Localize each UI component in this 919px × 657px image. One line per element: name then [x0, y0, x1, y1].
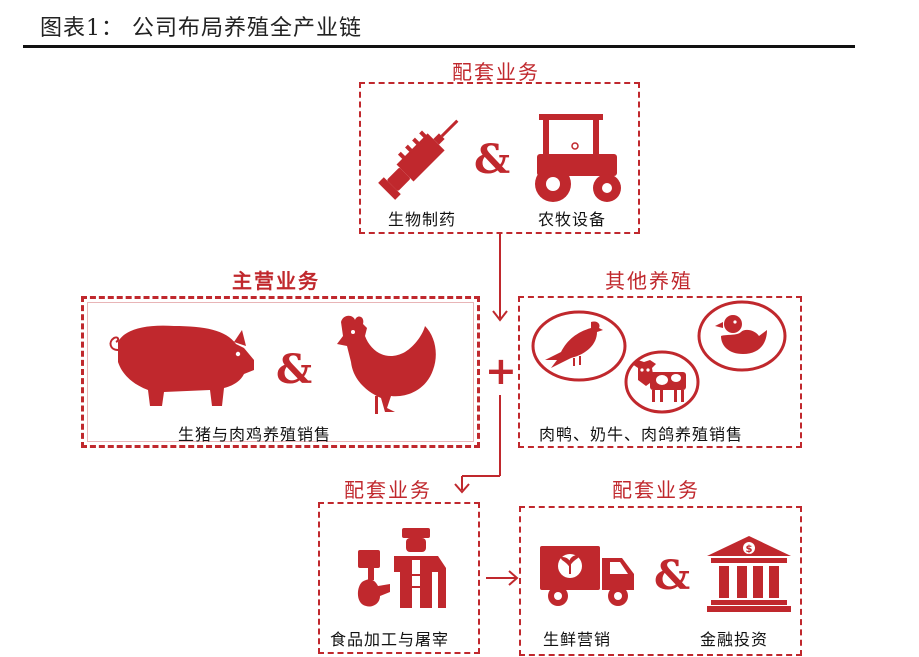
- fresh-retail-label: 生鲜营销: [543, 630, 612, 649]
- retail-section-box: [519, 506, 802, 656]
- main-section-title: 主营业务: [232, 269, 320, 293]
- chicken-icon: [337, 315, 436, 414]
- butcher-icon: [357, 528, 446, 608]
- food-processing-label: 食品加工与屠宰: [330, 630, 450, 649]
- main-ampersand: &: [276, 346, 313, 393]
- main-section-box: [81, 296, 480, 448]
- other-section-box: [518, 296, 802, 448]
- financial-investment-label: 金融投资: [700, 630, 769, 649]
- main-business-label: 生猪与肉鸡养殖销售: [178, 425, 332, 444]
- farm-equipment-label: 农牧设备: [538, 210, 607, 229]
- top-section-title: 配套业务: [452, 60, 540, 84]
- tractor-icon: [535, 114, 621, 202]
- retail-ampersand: &: [654, 552, 691, 599]
- pigeon-icon: [531, 310, 627, 382]
- biopharma-label: 生物制药: [388, 210, 457, 229]
- svg-text:$: $: [746, 544, 753, 555]
- plus-symbol: +: [485, 349, 517, 393]
- title-rule: [23, 45, 855, 48]
- other-section-title: 其他养殖: [605, 269, 693, 293]
- figure-title: 图表1： 公司布局养殖全产业链: [40, 16, 362, 41]
- pig-icon: [109, 325, 254, 406]
- bank-icon: $: [707, 536, 791, 612]
- cow-icon: [624, 350, 700, 414]
- top-ampersand: &: [474, 136, 511, 183]
- food-section-title: 配套业务: [344, 478, 432, 502]
- syringe-icon: [378, 119, 459, 200]
- other-business-label: 肉鸭、奶牛、肉鸽养殖销售: [539, 425, 744, 444]
- top-section-box: [359, 82, 640, 234]
- duck-icon: [697, 300, 787, 372]
- delivery-truck-icon: [540, 546, 634, 606]
- food-section-box: [318, 502, 480, 654]
- retail-section-title: 配套业务: [612, 478, 700, 502]
